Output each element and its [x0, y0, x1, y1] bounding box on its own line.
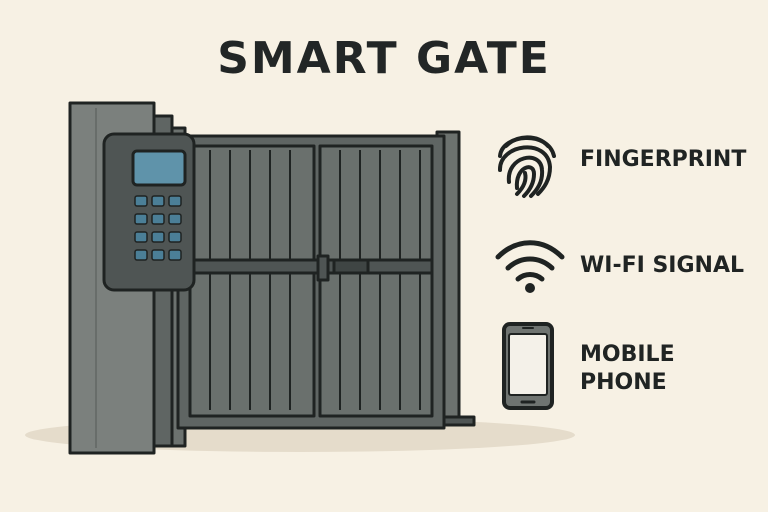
- wifi-signal-label: WI-FI SIGNAL: [580, 253, 745, 278]
- fingerprint-icon: [497, 135, 556, 198]
- diagram-title: SMART GATE: [217, 33, 551, 84]
- gate: [153, 126, 476, 448]
- mobile-phone-icon: [502, 322, 554, 410]
- mobile-phone-label: MOBILE PHONE: [580, 342, 675, 395]
- wifi-icon: [495, 240, 565, 293]
- keypad: [102, 132, 196, 292]
- fingerprint-label: FINGERPRINT: [580, 147, 747, 172]
